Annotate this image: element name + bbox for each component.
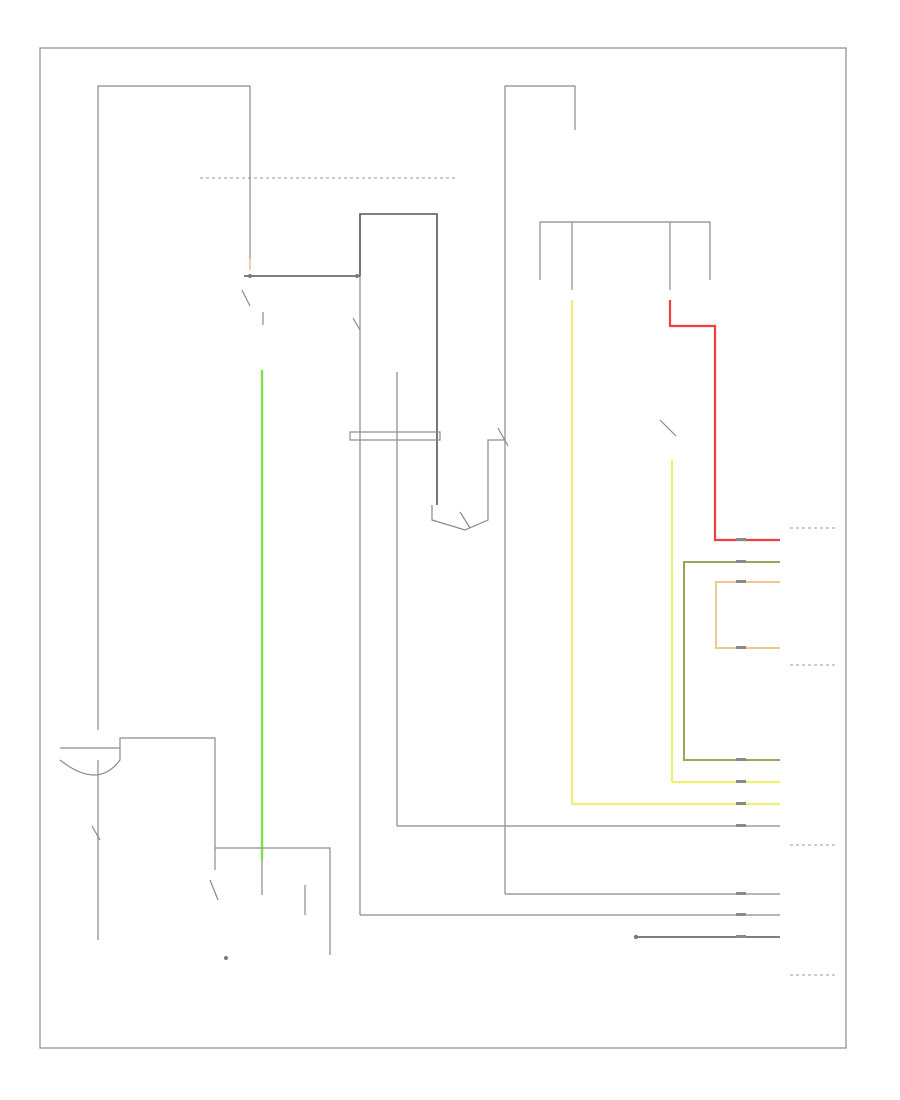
neutral-switch-contact — [497, 427, 509, 447]
terminal-stub — [736, 892, 746, 895]
left-junction-block — [59, 737, 331, 955]
splice-point — [355, 274, 359, 278]
terminal-stub — [736, 824, 746, 827]
terminal-stub — [736, 935, 746, 938]
transmission-switch-wire — [431, 439, 505, 531]
terminal-stub — [736, 913, 746, 916]
terminal-stub — [736, 758, 746, 761]
ground-point — [633, 934, 639, 940]
terminal-stub — [736, 802, 746, 805]
terminal-stub — [736, 560, 746, 563]
can-wire-olive — [683, 561, 780, 761]
starter-contact — [209, 879, 219, 901]
sensor-wire-orange — [715, 581, 780, 649]
terminal-stub — [736, 646, 746, 649]
terminal-stub — [736, 780, 746, 783]
splice-point — [248, 274, 252, 278]
battery-wire-red — [668, 300, 780, 542]
diagram-frame — [39, 47, 847, 1049]
ignition-connector — [349, 431, 441, 441]
ground-point — [224, 956, 228, 960]
terminal-stub — [736, 580, 746, 583]
transmission-contact — [459, 511, 471, 529]
neutral-feed-wire — [504, 85, 576, 894]
junction-contact — [91, 825, 101, 841]
relay-contact — [659, 419, 677, 437]
main-feed-wire — [97, 85, 251, 730]
ecm-terminal-stubs — [736, 538, 746, 938]
terminal-stub — [736, 538, 746, 541]
fuse-distribution-wire — [539, 221, 711, 280]
ignition-contact — [352, 317, 361, 331]
relay-switch-contact — [241, 289, 251, 307]
ignition-feed-wire — [359, 213, 438, 505]
